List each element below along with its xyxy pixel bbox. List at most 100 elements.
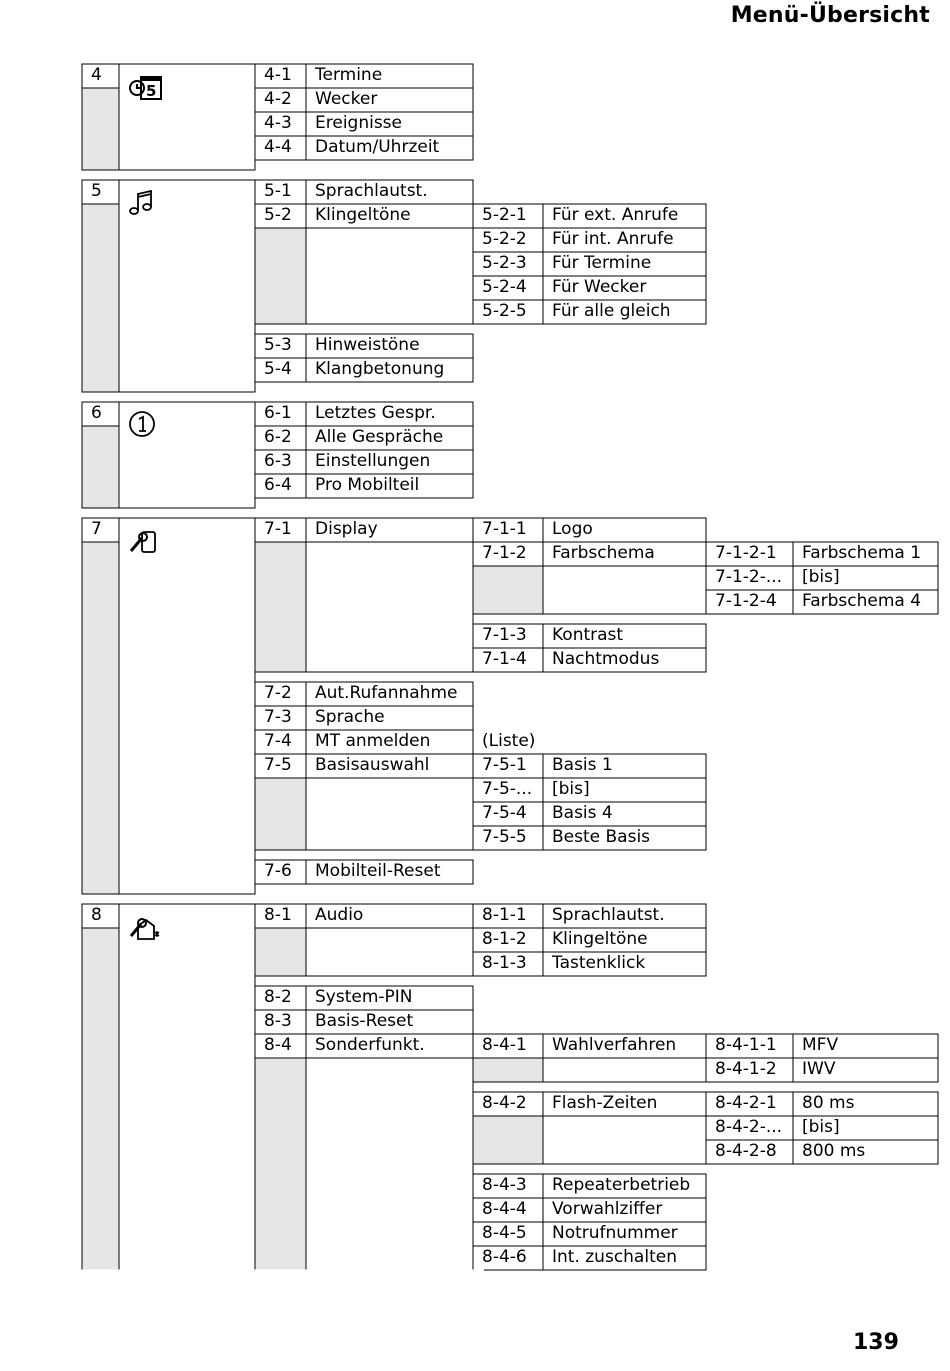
bottom-open-edge [81,1269,484,1272]
menu-code: 5-2-3 [482,253,527,273]
menu-filler-code [472,1115,544,1165]
menu-label-cell [542,825,707,851]
menu-label: [bis] [802,567,840,587]
menu-code: 5-1 [264,181,292,201]
menu-code: 7-5-5 [482,827,527,847]
menu-label: Tastenklick [552,953,646,973]
group-number-filler [81,927,120,1271]
menu-code: 7-5-4 [482,803,527,823]
menu-code: 7-5 [264,755,292,775]
menu-label: Repeaterbetrieb [552,1175,691,1195]
page-title: Menü-Übersicht [730,3,930,28]
menu-label: Einstellungen [315,451,431,471]
menu-filler-label [542,1057,707,1083]
menu-filler-code [254,927,307,977]
menu-label: Sonderfunkt. [315,1035,425,1055]
menu-code: 8-1 [264,905,292,925]
menu-label: MT anmelden [315,731,431,751]
menu-label-cell [542,1245,707,1271]
menu-label: Sprachlautst. [552,905,665,925]
group-number: 6 [91,403,102,423]
group-number-filler [81,425,120,509]
menu-label: Sprache [315,707,385,727]
menu-code: 7-4 [264,731,292,751]
menu-label: Wahlverfahren [552,1035,677,1055]
menu-label: Ereignisse [315,113,403,133]
menu-label: Basisauswahl [315,755,430,775]
menu-label: Mobilteil-Reset [315,861,441,881]
menu-label: Wecker [315,89,378,109]
menu-label: Für ext. Anrufe [552,205,679,225]
menu-label: Basis 1 [552,755,613,775]
menu-label: 800 ms [802,1141,866,1161]
menu-label: Aut.Rufannahme [315,683,458,703]
group-number: 8 [91,905,102,925]
menu-label: Für Wecker [552,277,647,297]
menu-code: 6-2 [264,427,292,447]
menu-label-cell [542,299,707,325]
menu-label: [bis] [552,779,590,799]
menu-label-cell [792,589,939,615]
menu-code: 8-1-2 [482,929,527,949]
handset-settings-icon [128,526,160,560]
menu-code: 7-1-2-... [715,567,783,587]
menu-filler-label [305,777,474,851]
menu-code: 8-4-3 [482,1175,527,1195]
menu-label: Flash-Zeiten [552,1093,658,1113]
menu-code: 8-2 [264,987,292,1007]
menu-filler-code [254,227,307,325]
menu-filler-code [254,1057,307,1271]
menu-label: IWV [802,1059,836,1079]
menu-code: 5-2-1 [482,205,527,225]
menu-code: 8-4-2-... [715,1117,783,1137]
menu-label: Hinweistöne [315,335,420,355]
menu-code: 7-3 [264,707,292,727]
group-number: 4 [91,65,102,85]
menu-code: 7-5-1 [482,755,527,775]
group-number-filler [81,541,120,895]
menu-label: Pro Mobilteil [315,475,420,495]
menu-code: 5-2-2 [482,229,527,249]
menu-label-cell [542,951,707,977]
menu-code: 7-1-2-1 [715,543,777,563]
menu-label-cell [792,1139,939,1165]
menu-label: Für Termine [552,253,652,273]
menu-code: 8-4-2-1 [715,1093,777,1113]
menu-label: Audio [315,905,364,925]
menu-filler-code [254,777,307,851]
group-number-cell [81,401,120,427]
circled-one-icon [128,410,158,444]
menu-label-cell [792,1057,939,1083]
menu-code: 6-4 [264,475,292,495]
menu-filler-code [472,1057,544,1083]
menu-filler-label [542,1115,707,1165]
page-number: 139 [853,1330,899,1355]
menu-filler-code [254,541,307,673]
menu-label: 80 ms [802,1093,855,1113]
menu-code: 8-4-5 [482,1223,527,1243]
menu-label: Basis-Reset [315,1011,414,1031]
menu-label-cell [305,135,474,161]
menu-code: 6-1 [264,403,292,423]
menu-filler-label [305,927,474,977]
menu-label: System-PIN [315,987,413,1007]
menu-label: Alle Gespräche [315,427,444,447]
base-settings-icon [128,912,162,946]
menu-label: Display [315,519,378,539]
menu-label: Datum/Uhrzeit [315,137,440,157]
group-number-filler [81,87,120,171]
menu-label: Vorwahlziffer [552,1199,663,1219]
menu-code: 4-4 [264,137,292,157]
menu-code: 8-4-1 [482,1035,527,1055]
menu-code: 5-3 [264,335,292,355]
menu-label-cell [542,647,707,673]
menu-code: 8-4-2 [482,1093,527,1113]
svg-text:5: 5 [146,82,156,100]
group-number: 7 [91,519,102,539]
menu-label-cell [305,357,474,383]
menu-code: 7-1-4 [482,649,527,669]
menu-filler-label [542,565,707,615]
menu-code: 5-2-5 [482,301,527,321]
menu-label: Klangbetonung [315,359,445,379]
